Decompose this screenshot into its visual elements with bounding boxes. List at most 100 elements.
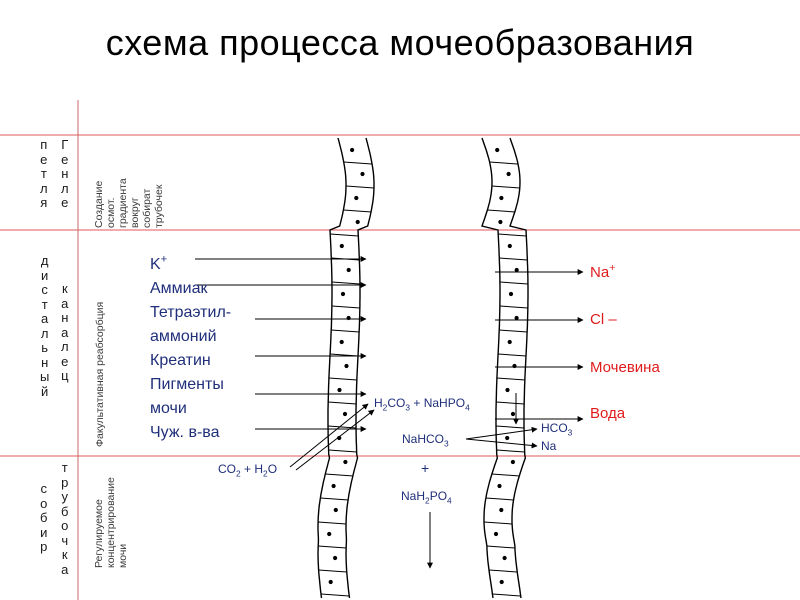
tubule-wall-outer	[481, 137, 501, 599]
vertical-letter: о	[40, 495, 48, 511]
cell-boundary	[488, 569, 518, 573]
vertical-letter: й	[41, 383, 49, 399]
cell-nucleus	[355, 219, 360, 225]
vertical-letter: я	[40, 195, 48, 210]
reabsorbed-na: Na+	[590, 262, 616, 281]
vertical-letter: л	[40, 325, 49, 341]
vertical-letter: Г	[61, 137, 69, 152]
vertical-letter: а	[61, 324, 69, 340]
cell-nucleus	[339, 339, 344, 345]
vertical-letter: е	[61, 353, 69, 369]
cell-boundary	[345, 185, 375, 189]
cell-boundary	[328, 377, 357, 381]
cell-boundary	[331, 281, 360, 285]
vertical-letter: т	[61, 460, 68, 475]
cell-nucleus	[493, 531, 499, 537]
formula-subscript: 2	[425, 495, 430, 506]
cell-boundary	[318, 545, 347, 549]
secreted-item: аммоний	[150, 328, 217, 346]
cell-boundary	[331, 329, 360, 333]
cell-boundary	[495, 425, 525, 429]
secreted-item-k: K+	[150, 254, 168, 274]
cell-boundary	[483, 521, 513, 525]
formula-subscript: 2	[382, 402, 388, 413]
cell-nucleus	[507, 339, 512, 345]
formula-nah2po4: NaH2PO4	[401, 489, 452, 506]
vertical-letter: и	[41, 267, 49, 283]
cell-nucleus	[331, 483, 336, 489]
plus-sign-large: +	[421, 460, 430, 476]
plus-sign: +	[413, 396, 421, 410]
cell-boundary	[496, 401, 525, 405]
cell-boundary	[318, 569, 347, 573]
cell-boundary	[499, 281, 528, 285]
vertical-letter: к	[61, 281, 68, 296]
vertical-letter: е	[40, 151, 48, 167]
cell-nucleus	[354, 195, 359, 201]
cell-nucleus	[327, 531, 332, 537]
cell-nucleus	[514, 267, 519, 273]
vertical-letter: п	[40, 137, 48, 152]
formula-subscript: 3	[567, 427, 573, 438]
formula-subscript: 4	[447, 495, 452, 506]
secreted-item: мочи	[150, 400, 187, 418]
formula-subscript: 2	[236, 468, 241, 479]
cell-boundary	[318, 521, 347, 525]
cell-boundary	[489, 161, 518, 165]
vertical-letter: к	[61, 547, 68, 562]
cell-nucleus	[343, 459, 348, 465]
cell-nucleus	[499, 579, 504, 585]
cell-boundary	[499, 305, 528, 309]
secreted-item: Пигменты	[150, 376, 224, 394]
cell-boundary	[343, 161, 372, 165]
cell-nucleus	[508, 291, 514, 297]
vertical-letter: н	[41, 354, 49, 370]
cell-nucleus	[339, 243, 344, 249]
cell-boundary	[491, 473, 520, 477]
vertical-letter: б	[61, 503, 69, 519]
formula-subscript: 4	[465, 402, 470, 413]
secreted-item: Креатин	[150, 352, 211, 370]
cell-nucleus	[342, 411, 348, 417]
cell-nucleus	[328, 579, 333, 585]
description-collecting: Регулируемое концентрирование мочи	[93, 477, 129, 568]
cell-boundary	[496, 377, 525, 381]
vertical-letter: т	[40, 166, 47, 181]
cell-boundary	[496, 449, 525, 453]
cell-boundary	[499, 329, 528, 333]
cell-nucleus	[507, 243, 512, 249]
secretion-arrows	[195, 256, 375, 471]
formula-h2co3: H2CO3	[374, 396, 411, 413]
cell-nucleus	[506, 171, 511, 177]
vertical-letter: р	[61, 474, 69, 490]
cell-nucleus	[505, 435, 510, 441]
cell-boundary	[487, 209, 516, 213]
vertical-letter: с	[41, 282, 48, 297]
formula-subscript: 3	[405, 402, 411, 413]
secreted-item: Аммиак	[150, 280, 208, 298]
cell-nucleus	[502, 555, 507, 561]
vertical-letter: ы	[40, 369, 50, 384]
cell-nucleus	[350, 147, 355, 153]
vertical-letter: н	[61, 166, 69, 181]
tubule-left	[317, 137, 375, 599]
ion-hco3: HCO3	[541, 421, 573, 438]
secreted-item: Чуж. в-ва	[150, 424, 220, 442]
vertical-letter: е	[61, 195, 69, 210]
cell-boundary	[320, 593, 350, 597]
cell-nucleus	[498, 219, 503, 225]
cell-boundary	[486, 545, 515, 549]
page-title: схема процесса мочеобразования	[105, 22, 695, 63]
reabsorbed-cl: Cl –	[590, 311, 617, 328]
ion-na: Na	[541, 439, 557, 453]
vertical-letter: т	[41, 296, 48, 312]
cell-nucleus	[499, 195, 504, 201]
reabsorption-arrows	[427, 269, 584, 569]
vertical-letter: д	[40, 253, 49, 268]
arrow-na-ion	[465, 438, 538, 449]
